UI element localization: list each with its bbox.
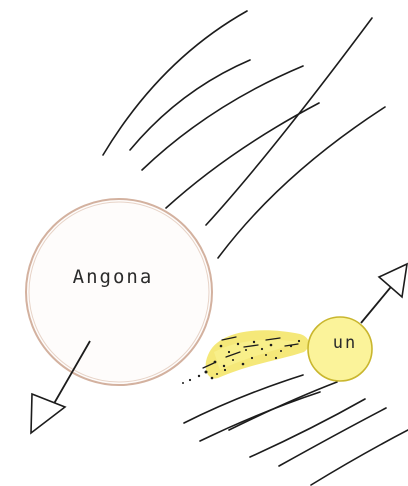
- flow-line: [103, 11, 247, 155]
- material-stream: [182, 330, 309, 384]
- lower-flow-lines: [184, 375, 408, 485]
- flow-line: [142, 66, 303, 170]
- flow-line: [206, 18, 372, 225]
- arrow-head: [379, 264, 407, 297]
- flow-line: [184, 375, 303, 423]
- star-label: un: [333, 333, 357, 353]
- flow-line: [166, 103, 319, 208]
- arrow-head: [31, 394, 65, 433]
- arrow-shaft: [361, 282, 395, 323]
- planet-angona: [26, 199, 212, 385]
- flow-line: [200, 392, 320, 441]
- star-motion-arrow: [361, 264, 407, 323]
- flow-line: [311, 430, 408, 485]
- planet-label: Angona: [73, 266, 154, 288]
- flow-line: [130, 60, 250, 150]
